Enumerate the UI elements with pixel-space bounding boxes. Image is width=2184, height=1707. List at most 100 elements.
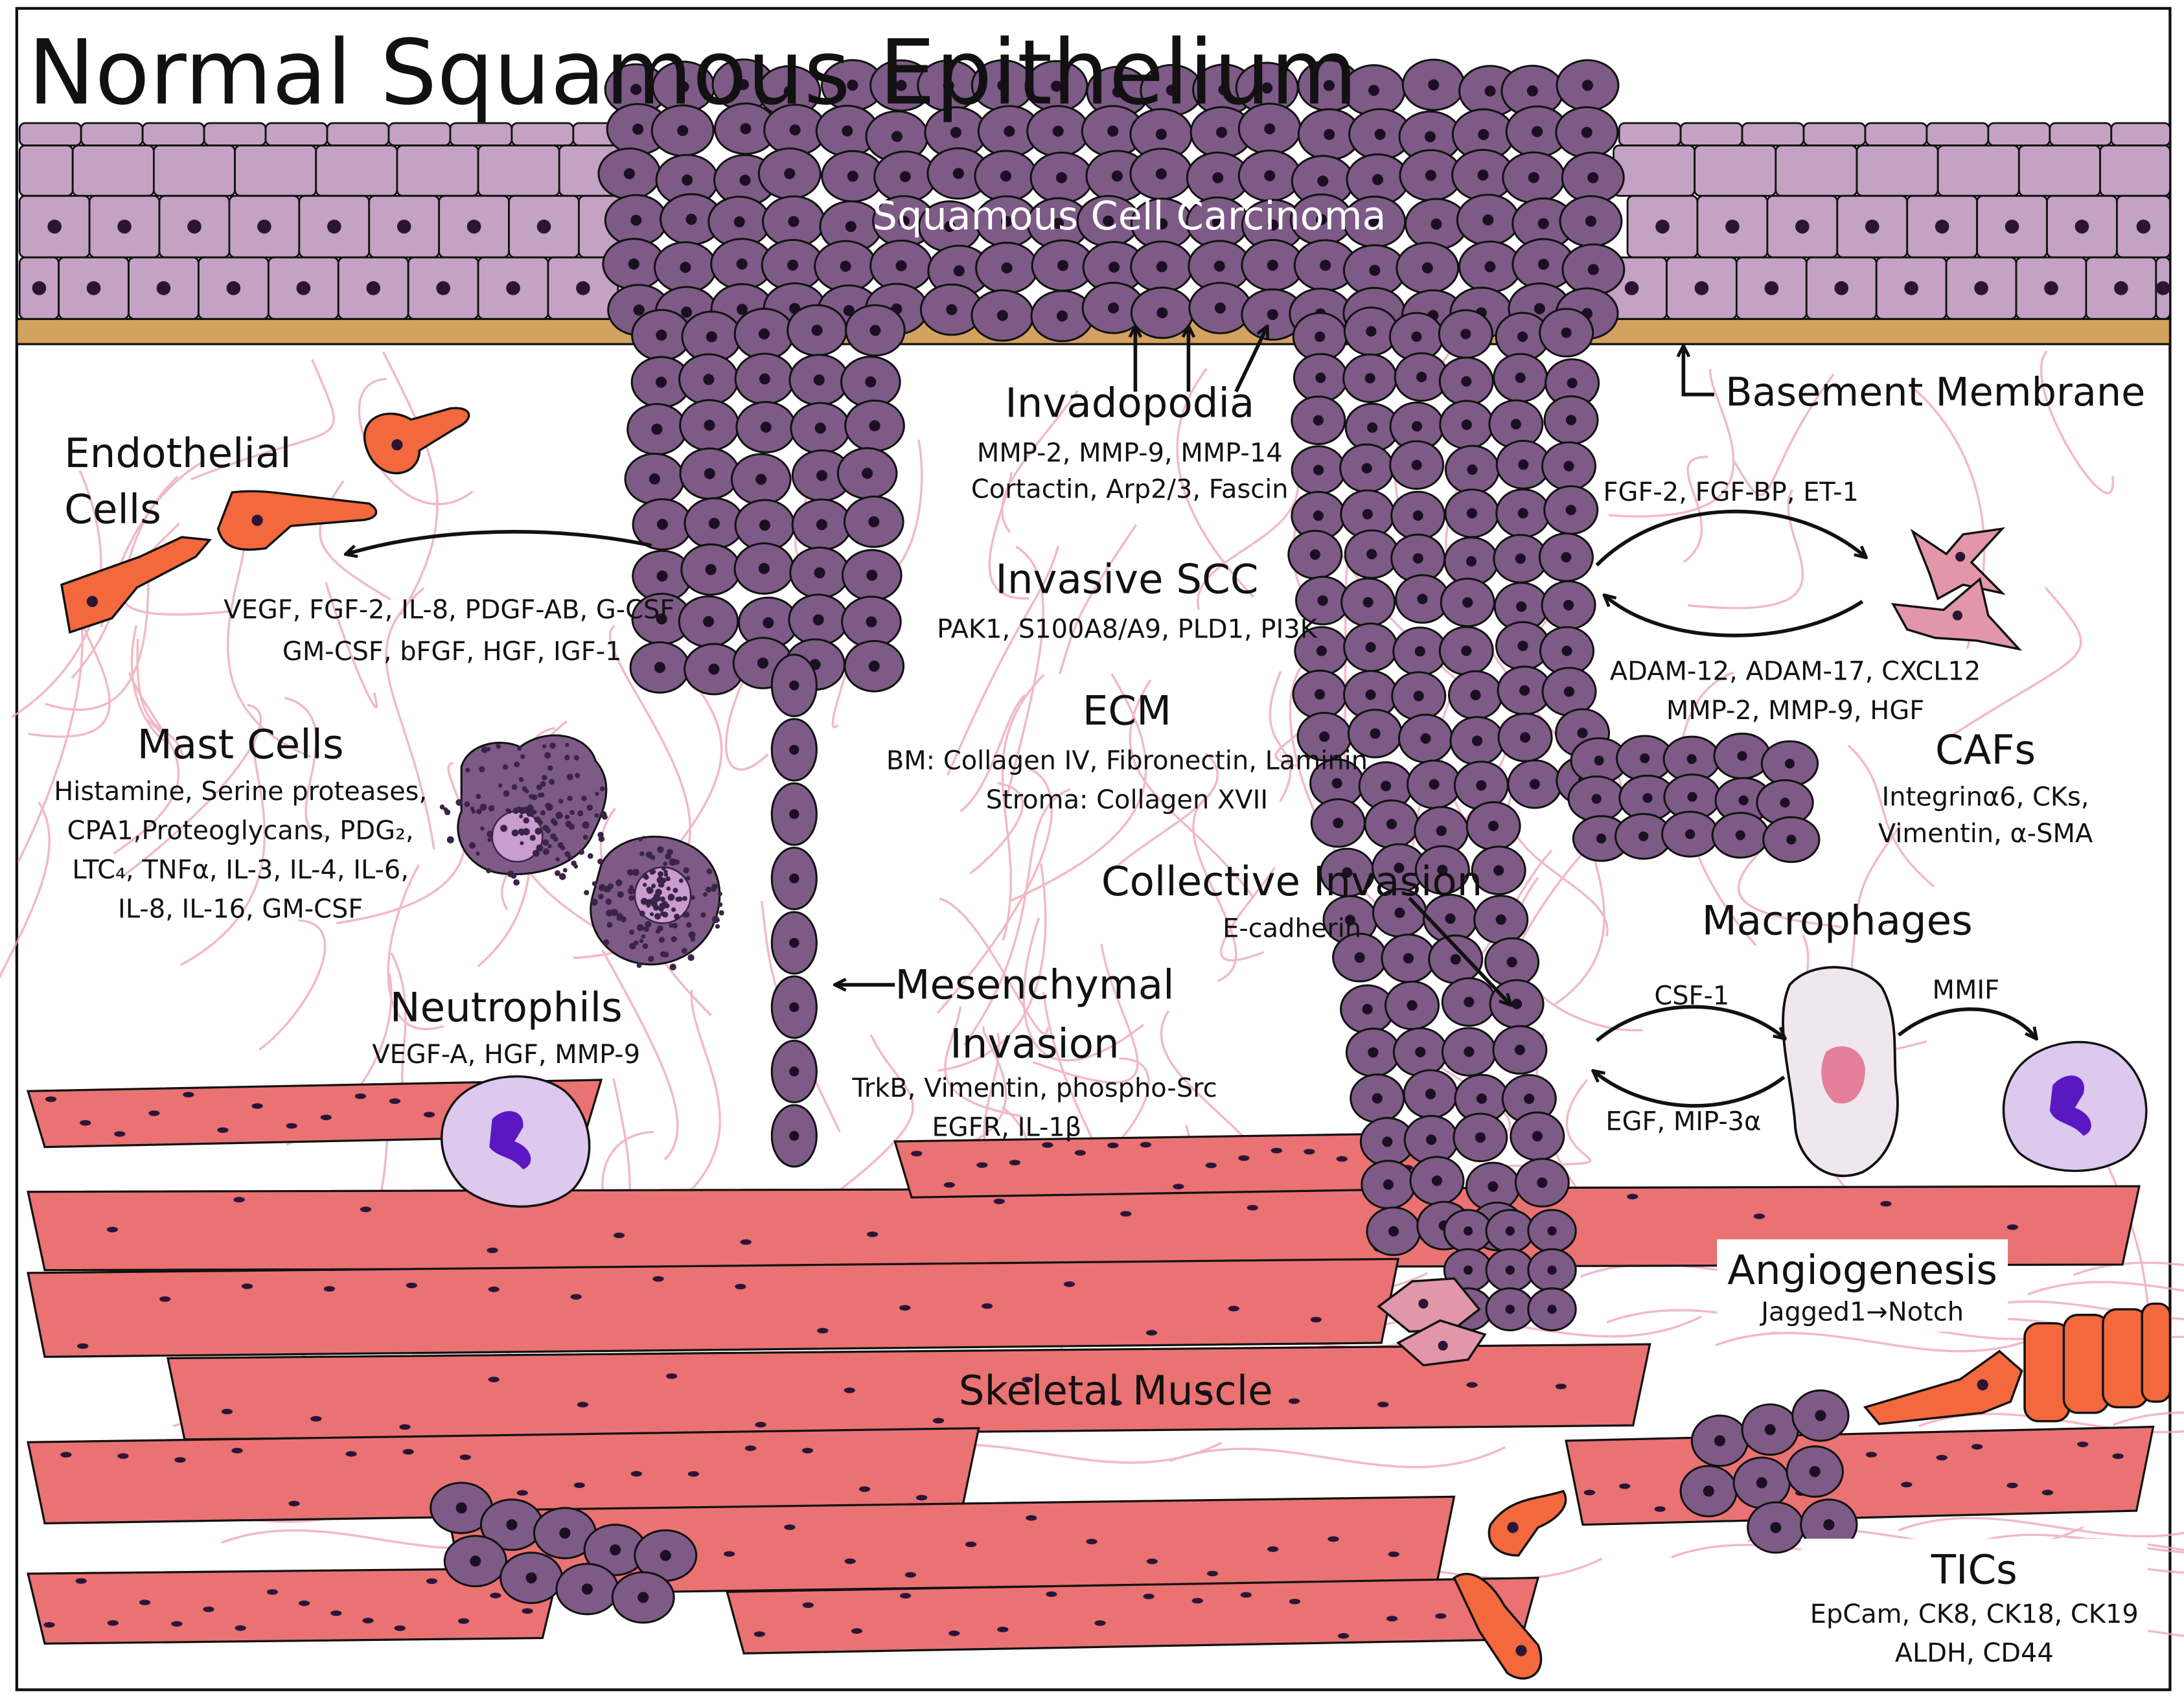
tumor-nucleus (1526, 85, 1538, 97)
epithelial-nucleus (1655, 220, 1670, 234)
muscle-nucleus (666, 1373, 678, 1379)
epithelial-cell (80, 122, 144, 146)
muscle-nucleus (817, 1327, 829, 1334)
tumor-nucleus (677, 124, 689, 137)
tumor-nucleus (895, 260, 907, 271)
tumor-nucleus (1342, 867, 1353, 878)
tumor-nucleus (1561, 327, 1572, 338)
granule (660, 951, 666, 957)
muscle-nucleus (1173, 1184, 1184, 1189)
tumor-nucleus (1445, 913, 1456, 924)
arrow-basement (1683, 347, 1714, 396)
muscle-nucleus (1386, 1616, 1398, 1621)
label-invasive-scc: Invasive SCC (995, 556, 1258, 603)
muscle-nucleus (310, 1415, 322, 1422)
tumor-nucleus (812, 614, 824, 626)
tumor-nucleus (1714, 1435, 1726, 1447)
muscle-nucleus (1042, 1142, 1053, 1148)
caf-cells (1377, 527, 2023, 1367)
tumor-nucleus (784, 168, 796, 179)
muscle-nucleus (982, 1303, 993, 1309)
epithelial-nucleus (2155, 281, 2170, 295)
granule (502, 764, 509, 770)
tumor-nucleus (1519, 685, 1530, 696)
tumor-nucleus (1213, 260, 1225, 272)
granule (582, 821, 590, 829)
epithelial-nucleus (2114, 281, 2128, 295)
muscle-nucleus (755, 1421, 766, 1428)
muscle-fiber (1565, 1425, 2155, 1526)
tumor-nucleus (1267, 309, 1278, 321)
tumor-nucleus (1581, 126, 1592, 138)
tumor-nucleus (1477, 169, 1489, 181)
muscle-nucleus (1199, 1390, 1211, 1396)
epithelial-nucleus (436, 281, 450, 295)
tumor-nucleus (1107, 125, 1119, 137)
granule (476, 808, 482, 814)
granule (685, 922, 692, 928)
collagen-fiber (387, 864, 444, 1031)
muscle-nucleus (1328, 1536, 1339, 1542)
muscle-nucleus (1238, 1155, 1250, 1161)
epithelial-cell (1613, 144, 1696, 197)
tumor-nucleus (1412, 553, 1423, 564)
tumor-nucleus (704, 419, 715, 431)
granule (626, 869, 634, 876)
granule (569, 810, 575, 815)
epithelial-cell (18, 144, 74, 197)
tumor-nucleus (1155, 128, 1167, 140)
epithelial-cell (234, 144, 317, 197)
granule (647, 899, 653, 905)
tumor-nucleus (1510, 418, 1521, 430)
tumor-nucleus (678, 81, 689, 93)
muscle-nucleus (1304, 1149, 1315, 1155)
muscle-nucleus (1094, 1620, 1106, 1626)
tumor-nucleus (1565, 505, 1576, 516)
tumor-nucleus (685, 214, 697, 225)
collagen-fiber (1508, 769, 1609, 937)
blood-vessel (2023, 1302, 2172, 1423)
muscle-fiber (27, 1257, 1400, 1358)
mesenchymal-factors-1: TrkB, Vimentin, phospho-Src (851, 1073, 1217, 1103)
tumor-nucleus (1547, 1226, 1557, 1236)
muscle-nucleus (1865, 1452, 1878, 1458)
arrow-from-macrophage (1594, 1071, 1786, 1108)
epithelial-cell (1856, 144, 1939, 197)
epithelial-cell (2049, 122, 2113, 146)
tumor-nucleus (847, 80, 858, 91)
muscle-nucleus (171, 1621, 183, 1627)
tumor-nucleus (869, 420, 880, 431)
muscle-nucleus (233, 1197, 245, 1203)
muscle-nucleus (1120, 1211, 1132, 1217)
tumor-nucleus (470, 1555, 481, 1567)
epithelial-nucleus (2005, 220, 2019, 234)
granule (568, 823, 575, 830)
tumor-nucleus (1218, 84, 1230, 96)
epithelial-cell (396, 144, 479, 197)
muscle-nucleus (389, 1098, 401, 1105)
tumor-nucleus (581, 1583, 593, 1595)
granule (645, 921, 651, 928)
tumor-nucleus (655, 376, 667, 388)
tumor-nucleus (1476, 780, 1487, 791)
epithelial-cell (2099, 144, 2171, 197)
tumor-nucleus (708, 518, 720, 529)
tumor-nucleus (1517, 508, 1528, 519)
tumor-nucleus (1361, 463, 1372, 474)
muscle-nucleus (2006, 1224, 2019, 1230)
granule (715, 924, 720, 929)
label-backgrounds (1717, 1239, 2148, 1673)
muscle-nucleus (801, 1447, 814, 1454)
muscle-nucleus (43, 1621, 55, 1628)
epithelial-cell (511, 122, 575, 146)
granule (579, 849, 584, 855)
epithelial-nucleus (187, 220, 201, 234)
granule (546, 828, 551, 834)
tumor-nucleus (1004, 126, 1015, 137)
granule (553, 836, 558, 842)
tumor-nucleus (1461, 419, 1472, 430)
granule (677, 896, 683, 902)
collagen-fiber (1001, 389, 1079, 533)
epithelial-nucleus (1624, 281, 1639, 295)
tumor-nucleus (651, 423, 663, 435)
